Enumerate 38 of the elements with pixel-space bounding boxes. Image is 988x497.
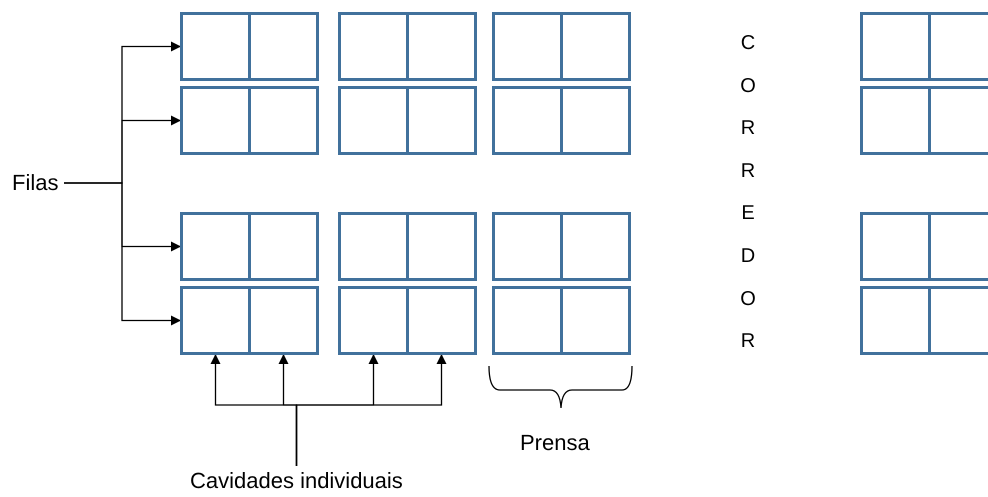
cavity-cell xyxy=(338,212,409,281)
cavity-cell xyxy=(492,12,563,81)
cavity-cell xyxy=(406,12,477,81)
cavity-cell xyxy=(338,286,409,355)
cavity-cell xyxy=(492,212,563,281)
cavity-cell xyxy=(338,12,409,81)
cavity-cell xyxy=(338,86,409,155)
cavity-cell xyxy=(248,12,319,81)
cavity-cell xyxy=(406,86,477,155)
cavity-cell xyxy=(248,286,319,355)
cavity-cell xyxy=(928,12,988,81)
arrow xyxy=(64,182,181,326)
text-label: Filas xyxy=(12,170,58,196)
cavity-cell xyxy=(928,86,988,155)
cavity-cell xyxy=(560,286,631,355)
cavity-cell xyxy=(406,286,477,355)
cavity-cell xyxy=(928,212,988,281)
cavity-cell xyxy=(180,286,251,355)
cavity-cell xyxy=(180,86,251,155)
cavity-cell xyxy=(492,86,563,155)
cavity-cell xyxy=(560,12,631,81)
cavity-cell xyxy=(860,286,931,355)
cavity-cell xyxy=(180,12,251,81)
text-label: Prensa xyxy=(520,430,590,456)
arrow xyxy=(296,354,446,466)
cavity-cell xyxy=(860,12,931,81)
cavity-cell xyxy=(492,286,563,355)
cavity-cell xyxy=(560,212,631,281)
text-label: Cavidades individuais xyxy=(190,468,403,494)
cavity-cell xyxy=(180,212,251,281)
cavity-cell xyxy=(560,86,631,155)
cavity-cell xyxy=(860,86,931,155)
cavity-cell xyxy=(248,212,319,281)
cavity-cell xyxy=(248,86,319,155)
vertical-label: CORREDOR xyxy=(739,31,757,354)
cavity-cell xyxy=(860,212,931,281)
cavity-cell xyxy=(406,212,477,281)
cavity-cell xyxy=(928,286,988,355)
